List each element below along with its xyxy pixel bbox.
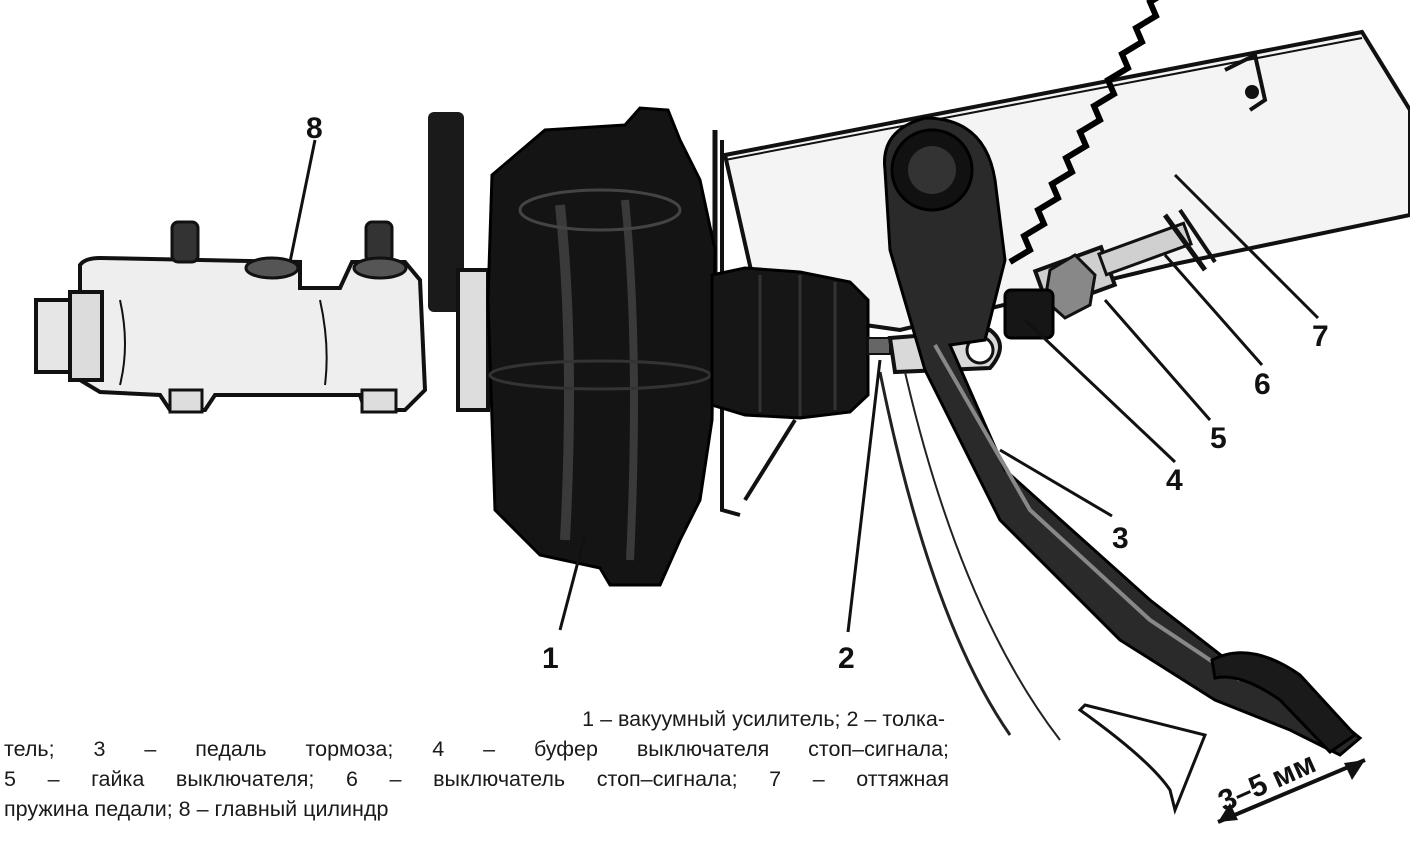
caption-line-1: 1 – вакуумный усилитель; 2 – толка- — [582, 707, 945, 731]
figure-caption: 1 – вакуумный усилитель; 2 – толка- тель… — [4, 704, 949, 824]
free-play-dimension: 3–5 мм — [1213, 746, 1366, 824]
callout-8: 8 — [306, 112, 323, 145]
caption-line-4: пружина педали; 8 – главный цилиндр — [4, 797, 389, 821]
leader-lines — [288, 139, 1320, 633]
caption-line-3: 5 – гайка выключателя; 6 – выключатель с… — [4, 767, 949, 791]
free-play-label: 3–5 мм — [1213, 746, 1320, 818]
callout-4: 4 — [1166, 464, 1183, 497]
callout-3: 3 — [1112, 522, 1129, 555]
callout-1: 1 — [542, 642, 559, 675]
vacuum-booster — [428, 106, 717, 587]
callout-6: 6 — [1254, 368, 1271, 401]
callout-2: 2 — [838, 642, 855, 675]
caption-line-2: тель; 3 – педаль тормоза; 4 – буфер выкл… — [4, 737, 949, 761]
callout-7: 7 — [1312, 320, 1329, 353]
callout-5: 5 — [1210, 422, 1227, 455]
return-spring — [1008, 0, 1160, 265]
master-cylinder — [34, 220, 428, 414]
stop-lamp-switch — [1003, 208, 1217, 340]
brake-pedal — [878, 116, 1363, 815]
